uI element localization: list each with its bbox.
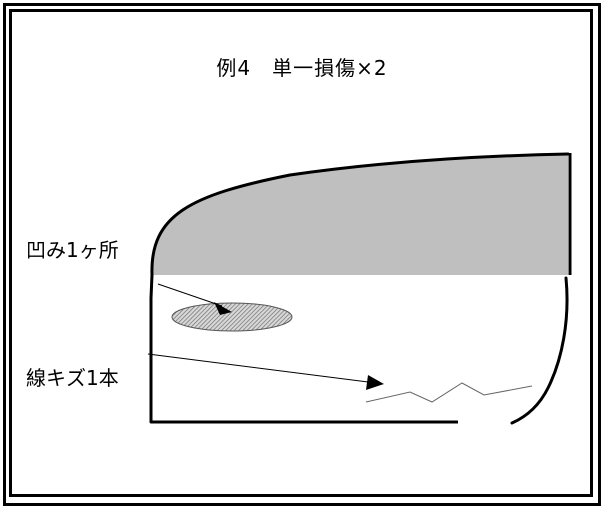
dent-arrowhead <box>214 302 232 315</box>
scratch-leader-line <box>147 353 369 383</box>
dent-leader-line <box>157 283 223 307</box>
scratch-arrowhead <box>366 375 384 390</box>
shaded-upper-panel <box>151 154 568 275</box>
scratch-label: 線キズ1本 <box>26 366 119 390</box>
upper-panel-outline <box>150 152 570 277</box>
inner-border <box>9 9 593 497</box>
scratch-mark <box>365 382 533 403</box>
lower-panel-right-edge <box>510 276 569 425</box>
lower-panel-left-edge <box>149 273 154 424</box>
dent-label: 凹み1ヶ所 <box>26 238 119 262</box>
outer-border <box>3 3 601 506</box>
dent-mark <box>171 302 293 332</box>
diagram-title: 例4 単一損傷×2 <box>216 56 388 80</box>
